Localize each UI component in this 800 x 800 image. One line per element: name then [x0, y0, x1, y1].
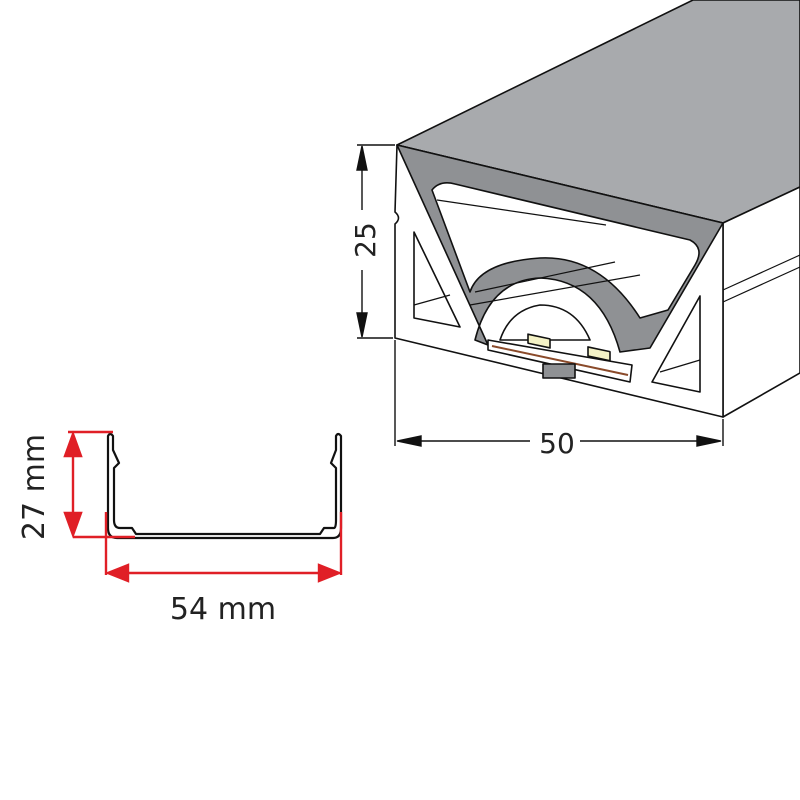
- right-triangle-rail: [659, 359, 701, 373]
- led-strip-window: [499, 304, 591, 341]
- profile-2d: [106, 432, 343, 540]
- height-label-27mm: 27 mm: [17, 434, 52, 540]
- dimension-50: [394, 340, 724, 447]
- width-label-54mm: 54 mm: [170, 592, 276, 627]
- profile-3d: [394, 0, 800, 418]
- inner-rails: [436, 199, 641, 306]
- left-triangle-rail: [413, 294, 451, 306]
- right-side-face: [722, 186, 800, 418]
- led-chip-1: [527, 333, 551, 349]
- left-triangle-cutout: [413, 231, 461, 328]
- right-side-groove: [722, 254, 800, 303]
- dimension-54mm: [104, 512, 343, 583]
- mount-clip: [542, 363, 576, 379]
- width-label-50: 50: [539, 427, 575, 460]
- led-pcb-copper: [491, 345, 629, 376]
- led-chip-2: [587, 346, 611, 362]
- height-label-25: 25: [349, 222, 382, 258]
- inner-window: [431, 182, 700, 319]
- right-triangle-cutout: [651, 295, 701, 393]
- dimension-25: [356, 144, 395, 339]
- profile-outer: [106, 432, 343, 540]
- dimension-27mm: [63, 430, 135, 539]
